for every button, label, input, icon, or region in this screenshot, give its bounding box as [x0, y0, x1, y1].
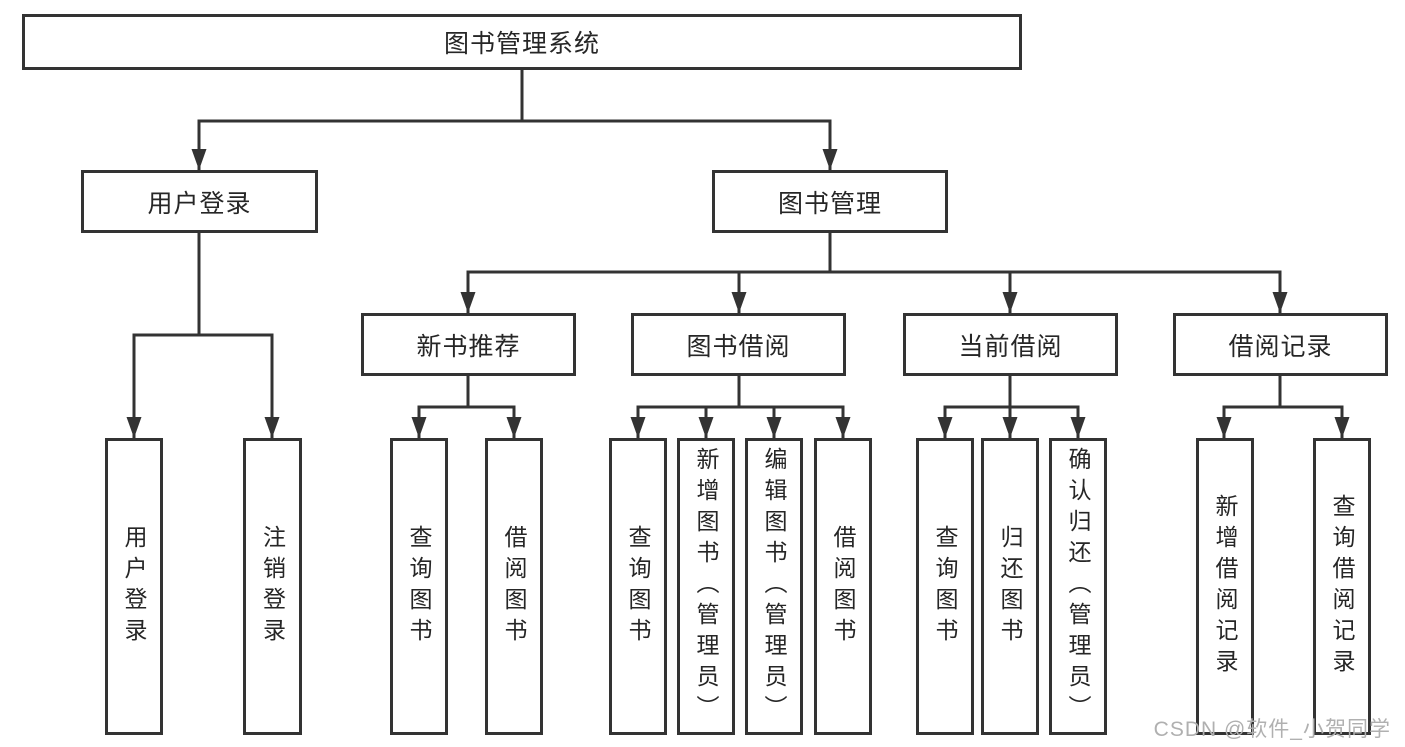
node-label: 图书管理系统: [443, 30, 600, 58]
node-label: 用户登录: [147, 189, 252, 218]
node-library-management-system: 图书管理系统: [22, 14, 1022, 70]
node-label: 编辑图书（管理员）: [761, 447, 787, 726]
leaf-query-books-recommend: 查询图书: [390, 438, 448, 735]
node-label: 查询图书: [932, 524, 958, 649]
node-new-book-recommendation: 新书推荐: [361, 313, 576, 376]
node-label: 借阅图书: [501, 524, 527, 649]
node-book-management: 图书管理: [712, 170, 948, 233]
node-label: 确认归还（管理员）: [1065, 447, 1091, 726]
node-label: 用户登录: [121, 524, 147, 649]
leaf-query-borrow-record: 查询借阅记录: [1313, 438, 1371, 735]
leaf-query-books-current: 查询图书: [916, 438, 974, 735]
node-label: 借阅图书: [830, 524, 856, 649]
node-label: 图书借阅: [686, 332, 791, 361]
connector: [636, 374, 845, 409]
leaf-edit-books-admin: 编辑图书（管理员）: [745, 438, 803, 735]
leaf-add-borrow-record: 新增借阅记录: [1196, 438, 1254, 735]
leaf-query-books-borrow: 查询图书: [609, 438, 667, 735]
node-borrowing-records: 借阅记录: [1173, 313, 1388, 376]
node-label: 注销登录: [259, 524, 286, 649]
leaf-borrow-books-recommend: 借阅图书: [485, 438, 543, 735]
connector: [466, 231, 1282, 274]
node-label: 查询图书: [625, 524, 651, 649]
node-label: 新增图书（管理员）: [693, 447, 719, 726]
leaf-user-login: 用户登录: [105, 438, 163, 735]
leaf-borrow-books: 借阅图书: [814, 438, 872, 735]
connector: [1222, 374, 1344, 409]
node-label: 新书推荐: [416, 332, 521, 361]
node-label: 查询借阅记录: [1329, 493, 1355, 680]
connector: [197, 68, 832, 123]
node-book-borrowing: 图书借阅: [631, 313, 846, 376]
node-label: 查询图书: [406, 524, 432, 649]
node-label: 借阅记录: [1228, 332, 1333, 361]
connector: [132, 231, 274, 337]
leaf-return-books: 归还图书: [981, 438, 1039, 735]
node-label: 新增借阅记录: [1212, 493, 1238, 680]
leaf-logout: 注销登录: [243, 438, 302, 735]
node-label: 当前借阅: [958, 332, 1063, 361]
leaf-add-books-admin: 新增图书（管理员）: [677, 438, 735, 735]
connector: [417, 374, 516, 409]
node-current-borrowing: 当前借阅: [903, 313, 1118, 376]
csdn-watermark: CSDN @软件_小贺同学: [1153, 718, 1391, 741]
connector: [943, 374, 1080, 409]
node-label: 图书管理: [777, 189, 882, 218]
node-user-login: 用户登录: [81, 170, 318, 233]
leaf-confirm-return-admin: 确认归还（管理员）: [1049, 438, 1107, 735]
node-label: 归还图书: [997, 524, 1023, 649]
